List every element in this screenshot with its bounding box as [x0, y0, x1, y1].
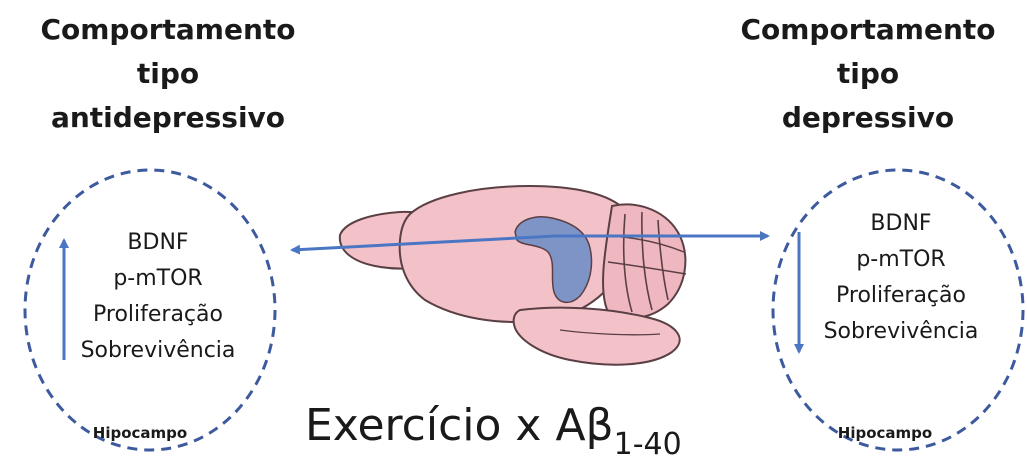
marker-item: Proliferação: [795, 278, 1007, 314]
region-label-right: Hipocampo: [830, 424, 940, 442]
heading-line: Comportamento: [8, 8, 328, 52]
heading-line: depressivo: [708, 96, 1027, 140]
heading-line: antidepressivo: [8, 96, 328, 140]
rodent-brain-icon: [340, 186, 686, 365]
central-label-subscript: 1-40: [614, 427, 682, 462]
heading-line: tipo: [708, 52, 1027, 96]
depressive-heading: Comportamento tipo depressivo: [708, 8, 1027, 140]
marker-item: BDNF: [58, 225, 258, 261]
marker-list-left: BDNF p-mTOR Proliferação Sobrevivência: [58, 225, 258, 369]
heading-line: tipo: [8, 52, 328, 96]
region-label-left: Hipocampo: [85, 424, 195, 442]
antidepressive-heading: Comportamento tipo antidepressivo: [8, 8, 328, 140]
marker-item: Sobrevivência: [58, 333, 258, 369]
marker-item: Proliferação: [58, 297, 258, 333]
central-label: Exercício x Aβ1-40: [305, 398, 765, 459]
marker-list-right: BDNF p-mTOR Proliferação Sobrevivência: [795, 206, 1007, 350]
marker-item: BDNF: [795, 206, 1007, 242]
marker-item: p-mTOR: [58, 261, 258, 297]
central-label-main: Exercício x Aβ: [305, 400, 614, 451]
marker-item: p-mTOR: [795, 242, 1007, 278]
marker-item: Sobrevivência: [795, 314, 1007, 350]
heading-line: Comportamento: [708, 8, 1027, 52]
